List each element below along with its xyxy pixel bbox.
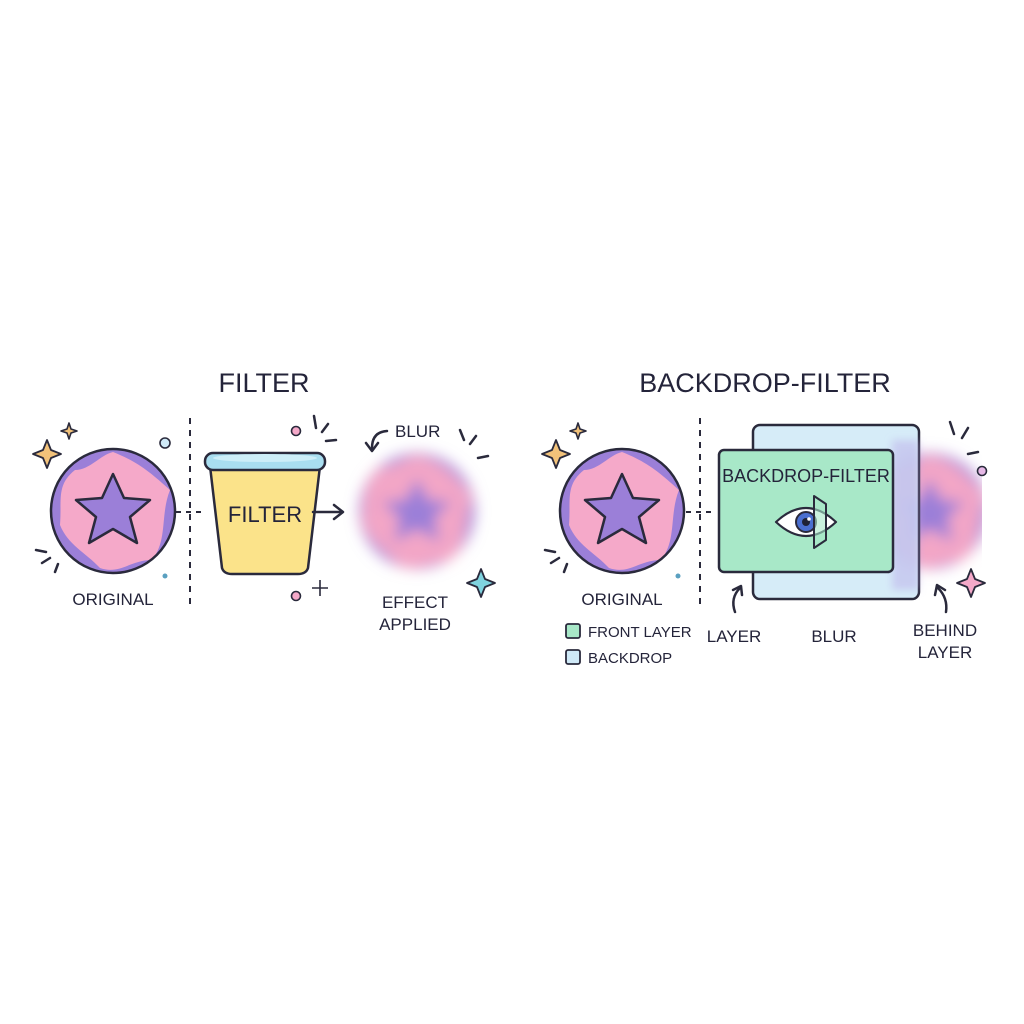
motion-lines — [543, 548, 569, 574]
original-label: ORIGINAL — [581, 590, 662, 609]
dot-icon — [290, 425, 302, 437]
original-ball-icon — [49, 447, 177, 575]
plus-icon — [312, 580, 328, 596]
blur-arrow-icon — [370, 429, 389, 450]
arrow-icon — [311, 503, 345, 521]
legend-swatch-front — [565, 623, 581, 639]
backdrop-filter-section: BACKDROP-FILTER ORIGINAL BACKDRO — [541, 368, 988, 667]
backdrop-filter-title: BACKDROP-FILTER — [639, 368, 891, 398]
blurred-ball-icon — [359, 453, 475, 569]
sparkle-icon — [956, 568, 986, 598]
dot-icon — [290, 590, 302, 602]
eye-icon — [774, 495, 838, 549]
motion-lines — [312, 414, 338, 443]
legend-swatch-backdrop — [565, 649, 581, 665]
filter-section: FILTER ORIGINAL FILTER — [32, 368, 496, 634]
panel-label: BACKDROP-FILTER — [722, 466, 890, 486]
dot-icon — [159, 437, 171, 449]
sparkle-icon — [541, 422, 587, 469]
motion-lines — [948, 420, 980, 456]
effect-label: EFFECT — [382, 593, 448, 612]
sparkle-icon — [466, 568, 496, 598]
original-ball-icon — [558, 447, 686, 575]
dot-icon — [675, 573, 681, 579]
dot-icon — [976, 465, 988, 477]
legend-backdrop-label: BACKDROP — [588, 650, 672, 667]
dot-icon — [162, 573, 168, 579]
layer-arrow-icon — [732, 586, 742, 614]
behind-arrow-icon — [936, 586, 948, 614]
blur-label: BLUR — [395, 422, 440, 441]
legend-front-label: FRONT LAYER — [588, 624, 692, 641]
applied-label: APPLIED — [379, 615, 451, 634]
filter-title: FILTER — [218, 368, 309, 398]
motion-lines — [458, 428, 490, 460]
behind-layer-label: LAYER — [918, 643, 973, 662]
blur-label: BLUR — [811, 627, 856, 646]
original-label: ORIGINAL — [72, 590, 153, 609]
cup-label: FILTER — [228, 502, 302, 527]
behind-label: BEHIND — [913, 621, 977, 640]
layer-label: LAYER — [707, 627, 762, 646]
sparkle-icon — [32, 422, 78, 469]
blurred-overlap — [892, 440, 919, 590]
motion-lines — [34, 548, 60, 574]
legend: FRONT LAYER BACKDROP — [565, 623, 692, 667]
filter-cup-icon — [203, 451, 327, 576]
